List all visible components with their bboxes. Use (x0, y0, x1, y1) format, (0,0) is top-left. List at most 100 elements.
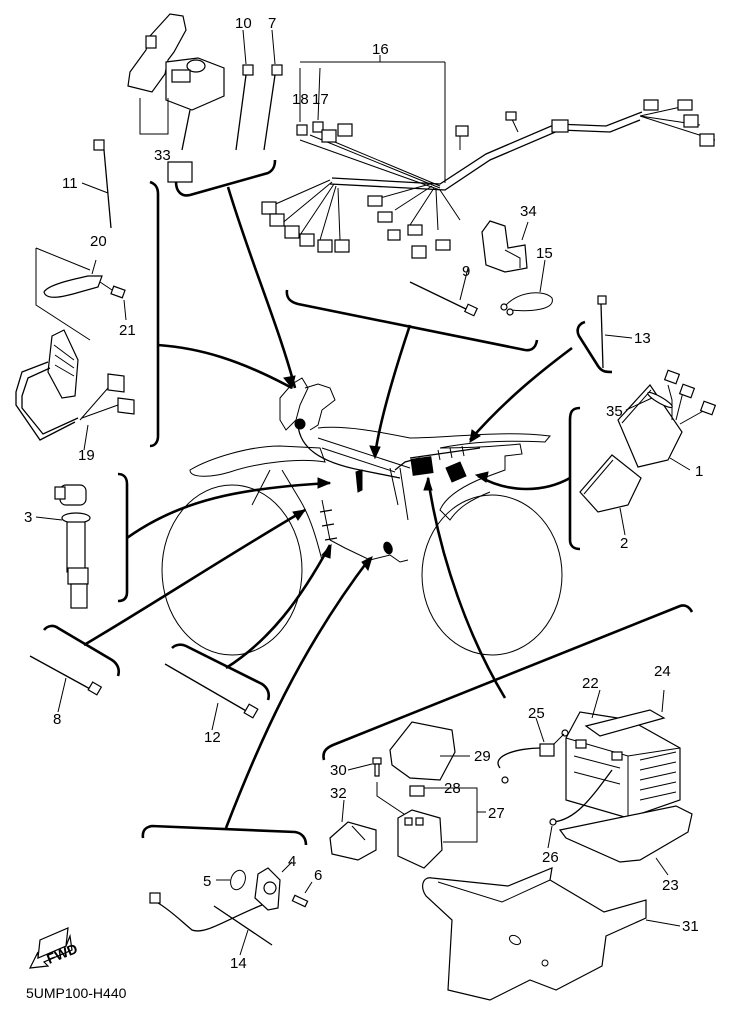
part-5-o-ring[interactable] (216, 868, 248, 892)
callout-17: 17 (312, 91, 329, 108)
rear-frame (439, 443, 523, 521)
callout-7: 7 (268, 15, 276, 32)
group-bracket-13 (576, 320, 613, 374)
part-33-tilt-sensor[interactable] (127, 13, 225, 183)
part-12-cable-tie[interactable] (164, 663, 259, 731)
handlebar-area (304, 383, 336, 431)
part-20-bracket[interactable] (35, 247, 103, 341)
group-bracket-sensor (141, 824, 308, 846)
callout-20: 20 (90, 233, 107, 250)
callout-13: 13 (634, 330, 651, 347)
part-30-bolt[interactable] (347, 757, 411, 819)
callout-28: 28 (444, 780, 461, 797)
callout-1: 1 (695, 463, 703, 480)
callout-2: 2 (620, 535, 628, 552)
callout-16: 16 (372, 41, 389, 58)
callout-26: 26 (542, 849, 559, 866)
part-34-coupler-cover[interactable] (481, 220, 529, 273)
callout-30: 30 (330, 762, 347, 779)
part-22-battery[interactable] (565, 689, 681, 819)
part-29-relay-cover[interactable] (389, 721, 470, 781)
part-31-battery-box[interactable] (422, 867, 681, 1001)
callout-23: 23 (662, 877, 679, 894)
rear-wheel (421, 494, 563, 656)
motorcycle-outline (161, 377, 563, 656)
part-9-cable-tie[interactable] (409, 267, 479, 317)
callout-22: 22 (582, 675, 599, 692)
part-21-bolt[interactable] (99, 281, 127, 321)
group-bracket-12 (171, 643, 271, 701)
relay-location (445, 461, 467, 483)
callout-24: 24 (654, 663, 671, 680)
part-24-battery-band[interactable] (584, 689, 666, 737)
clamp-location (355, 469, 363, 493)
callout-33: 33 (154, 147, 171, 164)
leader-lines (42, 159, 694, 846)
callout-21: 21 (119, 322, 136, 339)
part-7-cable-tie[interactable] (263, 64, 283, 151)
callout-29: 29 (474, 748, 491, 765)
part-4-sensor[interactable] (254, 861, 293, 911)
part-26-ground-lead[interactable] (547, 769, 613, 849)
callout-3: 3 (24, 509, 32, 526)
frame-tube (389, 467, 409, 521)
callout-25: 25 (528, 705, 545, 722)
callout-10: 10 (235, 15, 252, 32)
callout-19: 19 (78, 447, 95, 464)
ignition-switch-marker (294, 418, 306, 430)
part-19-rectifier[interactable] (15, 329, 135, 451)
group-bracket-top-left (174, 159, 277, 197)
part-13-cable-tie[interactable] (597, 295, 633, 369)
callout-6: 6 (314, 867, 322, 884)
callout-31: 31 (682, 918, 699, 935)
fuel-tank-seat (317, 426, 551, 449)
part-6-screw[interactable] (291, 881, 313, 908)
part-25-battery-lead[interactable] (497, 717, 569, 784)
front-fender (189, 445, 326, 477)
callout-8: 8 (53, 711, 61, 728)
part-3-ignition-coil[interactable] (35, 484, 91, 609)
group-bracket-harness (285, 289, 539, 352)
part-1-ecu[interactable] (617, 369, 717, 471)
callout-labels: 33 10 7 16 18 17 34 15 9 13 35 1 2 11 20… (24, 15, 703, 972)
harness-route (297, 424, 401, 479)
front-fork (251, 469, 323, 561)
callout-11: 11 (62, 175, 78, 192)
callout-4: 4 (288, 853, 296, 870)
fwd-arrow-icon: FWD (28, 927, 80, 969)
part-10-cable-tie[interactable] (235, 64, 254, 151)
sensor-location (383, 541, 393, 555)
part-14-sensor-lead[interactable] (149, 892, 273, 956)
part-2-ecu-cover[interactable] (579, 454, 642, 536)
callout-35: 35 (606, 403, 623, 420)
clamp-ticks (319, 509, 338, 541)
callout-34: 34 (520, 203, 537, 220)
callout-27: 27 (488, 805, 505, 822)
group-bracket-battery (322, 604, 694, 761)
part-15-lead-wire[interactable] (500, 259, 553, 316)
group-bracket-ecu (568, 406, 581, 551)
part-23-battery-pad[interactable] (558, 805, 693, 876)
diagram-code: 5UMP100-H440 (26, 985, 127, 1001)
part-35-seal[interactable] (625, 390, 674, 411)
frame-lower (321, 499, 409, 563)
harness-route-2 (317, 437, 411, 473)
callout-32: 32 (330, 785, 347, 802)
ecu-location (410, 456, 434, 476)
group-bracket-left (149, 180, 160, 448)
callout-12: 12 (204, 729, 221, 746)
callout-15: 15 (536, 245, 553, 262)
part-11-cable-tie[interactable] (81, 139, 112, 229)
callout-18: 18 (292, 91, 309, 108)
part-28-fuse[interactable] (409, 785, 478, 843)
part-16-wire-harness[interactable] (261, 55, 716, 259)
group-bracket-coil (117, 472, 129, 603)
part-32-relay[interactable] (329, 799, 377, 861)
front-wheel (161, 484, 303, 656)
callout-9: 9 (462, 263, 470, 280)
group-bracket-8 (42, 624, 121, 677)
harness-rear (409, 447, 481, 459)
part-27-starter-relay[interactable] (397, 809, 486, 869)
part-8-cable-tie[interactable] (29, 655, 103, 713)
